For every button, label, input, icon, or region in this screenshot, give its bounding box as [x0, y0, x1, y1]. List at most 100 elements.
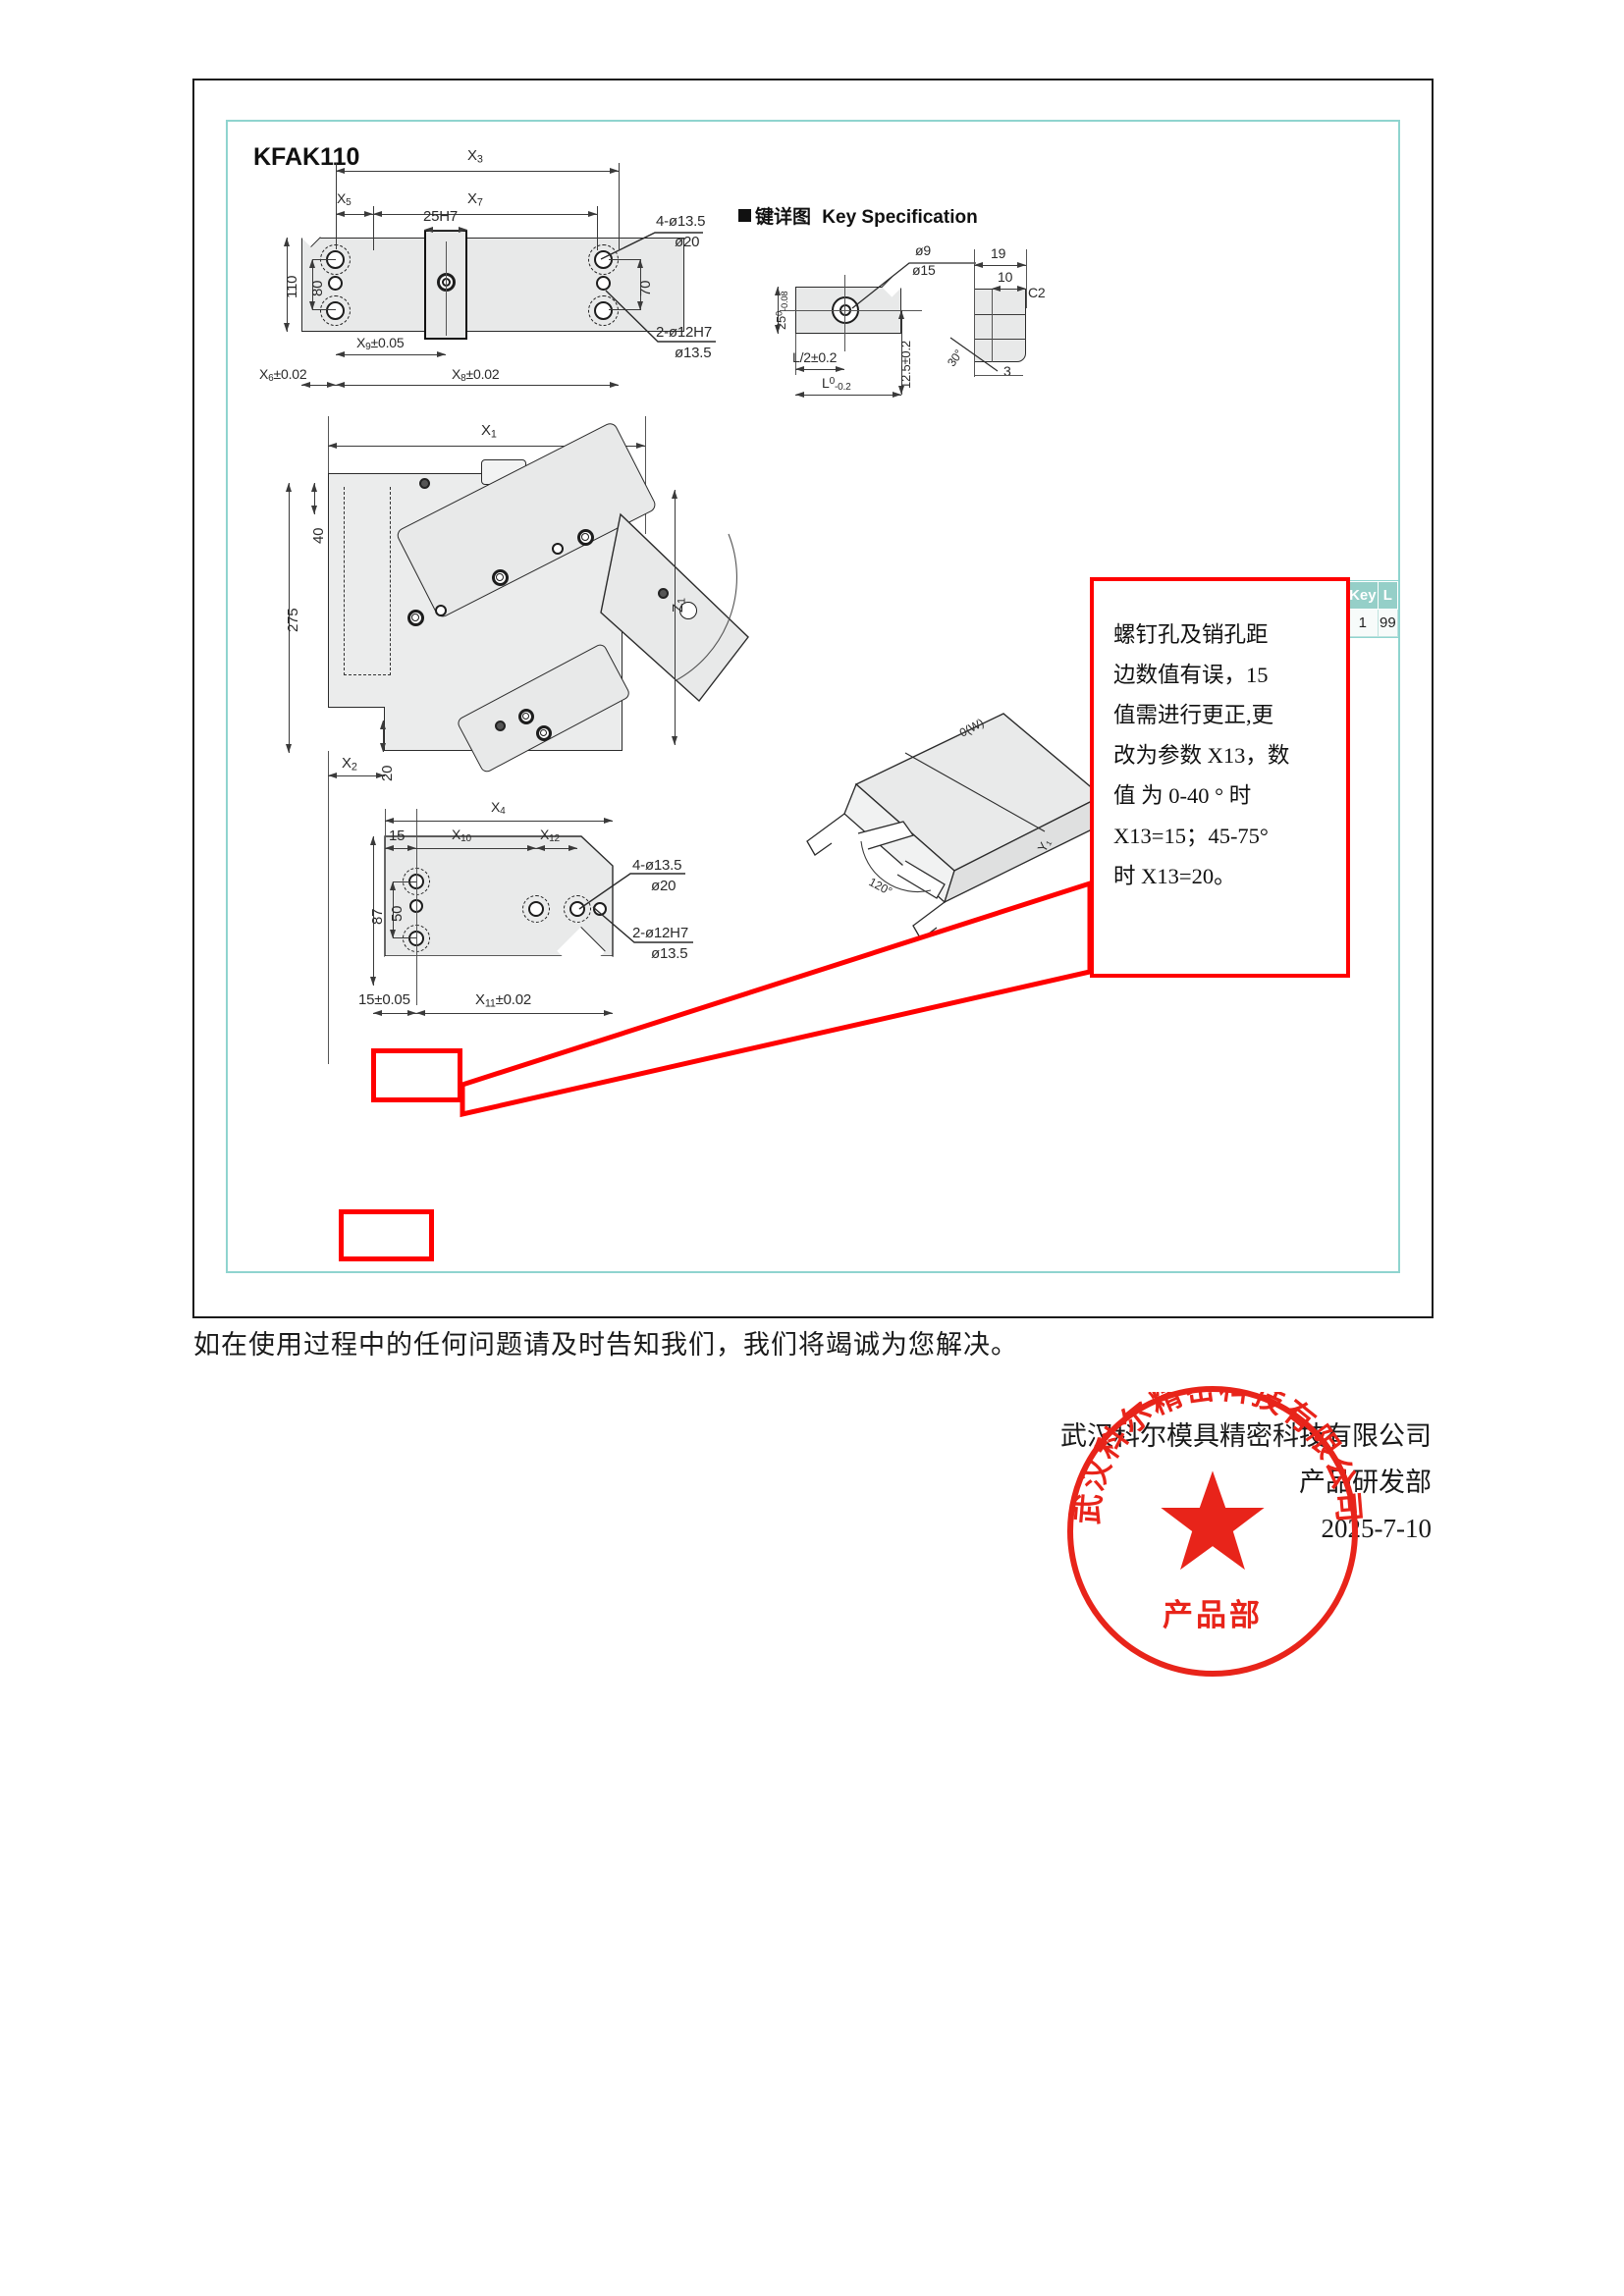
iso-view: 120° Y₁ 0(W)	[806, 713, 1104, 940]
key-table-header-row: Key L	[1347, 581, 1399, 610]
key-table-header-key: Key	[1347, 581, 1379, 610]
dim110-arrow-up	[284, 238, 290, 246]
key-dim-L2: L/2±0.2	[792, 349, 838, 365]
dim275-arrow-down	[286, 744, 292, 753]
bullet-square-icon	[738, 209, 751, 222]
x8-arrow-left	[336, 382, 345, 388]
callout-leader-top-upper	[600, 232, 703, 260]
key-L-arrow-right	[893, 392, 901, 398]
x4-dim-line	[385, 821, 613, 822]
x6-arrow-left	[301, 382, 310, 388]
dim-80: 80	[309, 280, 326, 296]
x12-arrow-left	[536, 845, 545, 851]
x11-arrow-right	[604, 1010, 613, 1016]
top-view-left-dowel	[328, 276, 343, 291]
x3-arrow-left	[336, 168, 345, 174]
key-L2-arrow-left	[795, 366, 804, 372]
key-19-dim-line	[974, 265, 1026, 266]
dim-15-top: 15	[389, 828, 406, 844]
x9-arrow-right	[437, 351, 446, 357]
dim-x6: X6±0.02	[259, 366, 307, 385]
x2-arrow-left	[328, 773, 337, 778]
key-table-header-l: L	[1377, 581, 1399, 610]
dim40-arrow-down	[311, 506, 317, 514]
key-19-arrow-right	[1017, 262, 1026, 268]
key-dim-19: 19	[991, 245, 1006, 261]
key-dim-25: 250-0.08	[774, 291, 790, 330]
highlight-box-15-tolerance	[339, 1209, 434, 1261]
key-specification-title: 键详图 Key Specification	[738, 202, 978, 229]
callout-o135-top: ø13.5	[675, 345, 712, 361]
callout-4-o135-bottom: 4-ø13.5	[632, 857, 682, 874]
x5-ext-right	[373, 206, 374, 250]
key-dim25-arrow-up	[775, 287, 781, 295]
b1505-dim-line	[373, 1013, 416, 1014]
annotation-line-6: 时 X13=20。	[1113, 864, 1236, 888]
dim70-arrow-up	[637, 259, 643, 268]
dim-110: 110	[284, 275, 300, 298]
dim-x1: X1	[481, 422, 497, 441]
x7-dim-line	[373, 214, 597, 215]
x2-arrow-right	[376, 773, 385, 778]
b1505-arrow-right	[407, 1010, 416, 1016]
bottom-view-bolt-3	[528, 901, 544, 917]
x11-dim-line	[416, 1013, 613, 1014]
key-table-cell-l: 99	[1377, 609, 1399, 637]
x7-ext-right	[597, 206, 598, 250]
dim50-arrow-down	[390, 930, 396, 938]
annotation-line-3: 改为参数 X13，数	[1113, 743, 1290, 768]
x8-arrow-right	[610, 382, 619, 388]
callout-2-o12h7-top: 2-ø12H7	[656, 324, 712, 341]
arm-dowel-2	[552, 543, 564, 555]
side-view-pin-bottom	[495, 721, 506, 731]
stamp-bottom-label: 产品部	[1163, 1597, 1263, 1632]
dim-50: 50	[389, 905, 406, 922]
annotation-text: 螺钉孔及销孔距 边数值有误，15 值需进行更正,更 改为参数 X13，数 值 为…	[1094, 581, 1346, 896]
x12-arrow-right	[568, 845, 577, 851]
slide-bolt-2-inner	[540, 729, 547, 736]
dim-25h7: 25H7	[423, 208, 459, 225]
dim50-arrow-up	[390, 881, 396, 890]
dim-x11: X11±0.02	[475, 991, 532, 1010]
dim-x8: X8±0.02	[452, 366, 500, 385]
dim87-arrow-up	[370, 836, 376, 845]
dim25h7-arrow-right	[459, 227, 467, 233]
iso-dim-120deg: 120°	[867, 875, 895, 898]
annotation-line-1: 边数值有误，15	[1113, 663, 1269, 687]
x4-arrow-left	[385, 818, 394, 824]
dim80-arrow-down	[309, 301, 315, 310]
b15-ext-left	[385, 809, 386, 848]
star-icon	[1161, 1470, 1265, 1571]
callout-2-o12h7-bottom: 2-ø12H7	[632, 925, 688, 941]
x7-arrow-left	[373, 211, 382, 217]
key-dim-L: L0-0.2	[822, 375, 851, 394]
x5-arrow-left	[336, 211, 345, 217]
slide-bolt-1-inner	[522, 713, 529, 720]
key-L2-arrow-right	[836, 366, 844, 372]
top-view-left-pin-outer-2	[320, 295, 351, 326]
top-view-right-dowel	[596, 276, 611, 291]
dim-z1: Z1	[670, 598, 688, 613]
dim-x10: X10	[452, 827, 471, 845]
dim20-arrow-down	[380, 743, 386, 752]
dim-40: 40	[310, 527, 327, 544]
dim-15-pm: 15±0.05	[358, 991, 410, 1008]
key-spec-table: Key L 1 99	[1347, 581, 1399, 637]
top-view-right-pin-outer-2	[588, 295, 619, 326]
dim275-arrow-up	[286, 483, 292, 492]
b15-ext-right	[416, 809, 417, 1005]
dim-x9: X9±0.05	[356, 335, 405, 353]
dim20-arrow-up	[380, 721, 386, 729]
dim275-line	[289, 483, 290, 753]
slant-block-hole	[679, 602, 697, 619]
dim50-line	[393, 881, 394, 938]
key-dim125-line	[901, 310, 902, 395]
x5-arrow-right	[364, 211, 373, 217]
key-dim125-arrow-up	[898, 310, 904, 319]
callout-o20-top: ø20	[675, 234, 700, 250]
dim70-arrow-down	[637, 301, 643, 310]
annotation-line-2: 值需进行更正,更	[1113, 703, 1274, 727]
key-30deg-leader	[949, 337, 999, 372]
annotation-line-0: 螺钉孔及销孔距	[1113, 622, 1269, 647]
key-spec-title-cn: 键详图	[755, 207, 812, 228]
